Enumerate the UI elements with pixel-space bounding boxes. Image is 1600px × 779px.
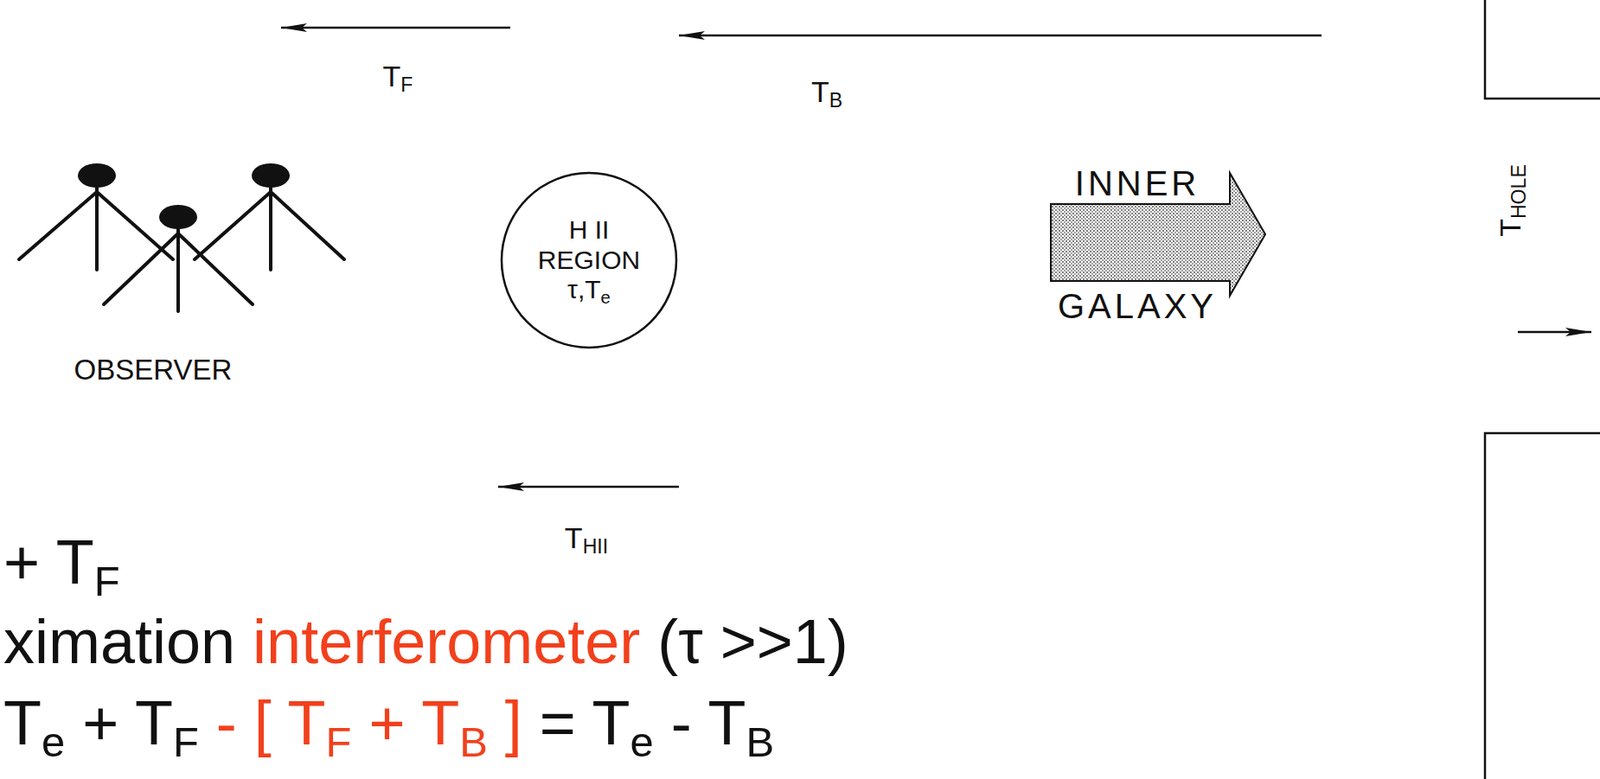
node-text: INNER GALAXY	[1050, 121, 1224, 368]
hole-edge	[1484, 0, 1600, 99]
equation-text: + TF	[3, 531, 121, 594]
text-run: - [ T	[216, 688, 327, 758]
text-run: (τ >>1)	[657, 607, 849, 677]
antenna-dish	[159, 204, 198, 230]
text-run: ximation	[3, 607, 236, 677]
subscript: F	[400, 73, 413, 96]
flux-arrow	[498, 486, 679, 489]
subscript: F	[94, 557, 121, 605]
text-run: interferometer	[252, 607, 640, 677]
text-run: T	[564, 521, 583, 555]
inner-galaxy-arrow: INNER GALAXY	[1020, 112, 1272, 329]
flux-arrow	[1517, 331, 1592, 334]
subscript: B	[745, 718, 775, 766]
subscript: e	[601, 288, 611, 308]
equation-line: ximation interferometer (τ >>1)	[3, 610, 849, 673]
equation-text: (τ >>1)	[657, 610, 849, 673]
region-outline	[501, 172, 677, 348]
text-run: = T	[539, 688, 631, 758]
flux-label: TB	[811, 76, 843, 107]
text-run: ]	[487, 688, 523, 758]
flux-arrow	[281, 26, 511, 30]
text-run: + T	[351, 688, 460, 758]
antenna-dish	[251, 163, 290, 188]
highlight-text: interferometer	[252, 610, 640, 673]
equation-text: Te + TF	[3, 691, 199, 755]
flux-label: TF	[383, 61, 414, 91]
subscript: HII	[582, 535, 609, 558]
flux-arrow	[678, 34, 1322, 38]
text-run: INNER GALAXY	[1057, 164, 1217, 326]
subscript: B	[459, 718, 488, 766]
antenna-array	[19, 181, 345, 312]
subscript: e	[41, 718, 65, 766]
text-run: OBSERVER	[74, 353, 233, 386]
subscript: HOLE	[1507, 164, 1530, 219]
text-run: T	[811, 75, 830, 109]
node-text: H II REGION τ,Te	[528, 215, 650, 306]
subscript: F	[172, 718, 199, 766]
text-run: T	[383, 59, 402, 93]
flux-label: THII	[564, 523, 608, 553]
text-run: H II REGION τ,T	[537, 215, 640, 304]
subscript: F	[326, 718, 352, 766]
text-run: + T	[3, 527, 95, 597]
highlight-text: - [ TF + TB ]	[216, 691, 523, 755]
flux-label: THOLE	[1495, 164, 1525, 237]
equation-line: Te + TF - [ TF + TB ]= Te - TB	[3, 691, 775, 755]
subscript: e	[630, 718, 654, 766]
text-run: - T	[653, 688, 747, 758]
text-run: T	[1493, 218, 1527, 237]
hole-edge	[1484, 433, 1600, 779]
equation-text: ximation	[3, 610, 236, 673]
text-run: + T	[64, 688, 173, 758]
equation-text: = Te - TB	[539, 691, 775, 755]
observer-label: OBSERVER	[74, 355, 233, 384]
text-run: T	[3, 688, 42, 758]
subscript: B	[829, 89, 843, 112]
equation-line: + TF	[3, 531, 121, 594]
hii-region-circle: H II REGION τ,Te	[499, 171, 679, 350]
antenna-dish	[77, 163, 116, 188]
